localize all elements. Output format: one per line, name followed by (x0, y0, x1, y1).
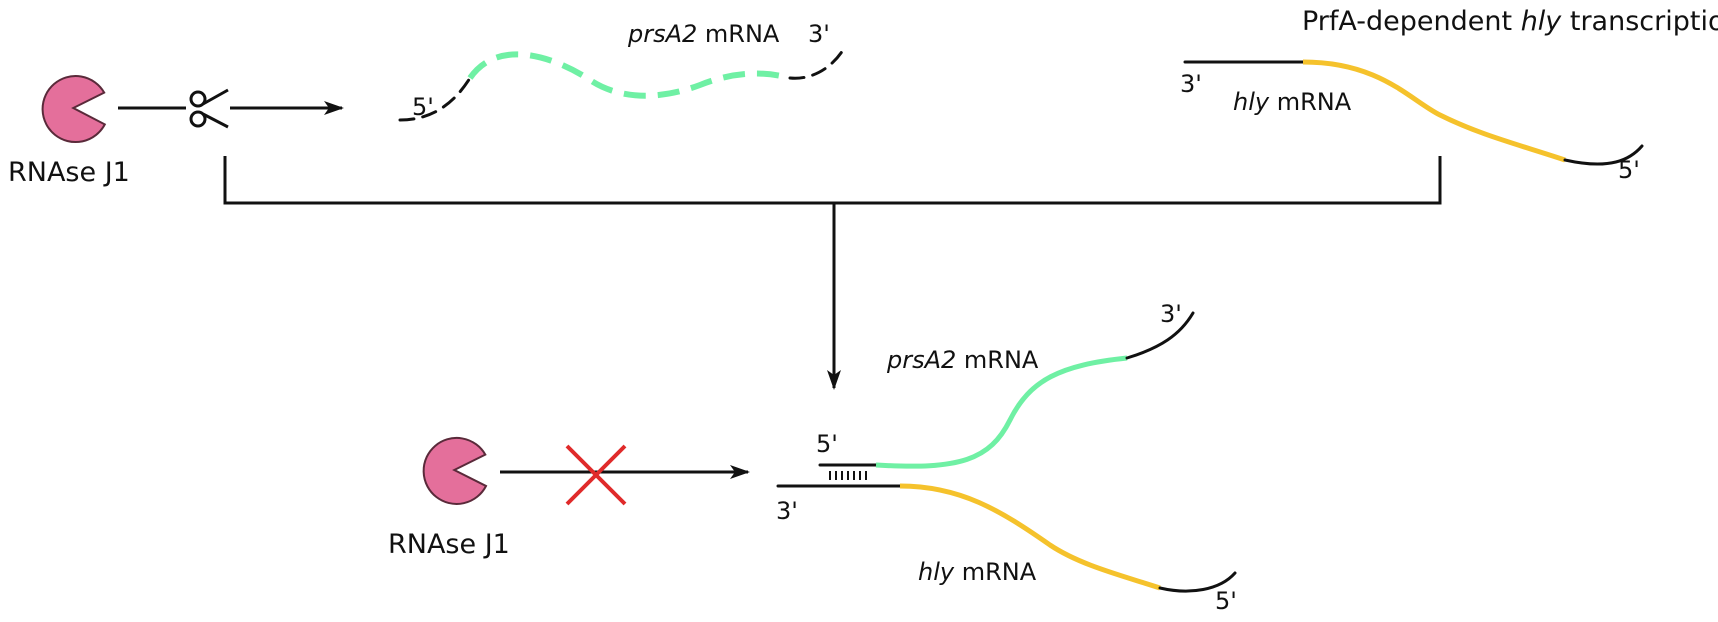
prsA2-top-5prime-label: 5' (412, 93, 434, 121)
prsA2-top-3prime-label: 3' (808, 20, 830, 48)
prsA2-bottom-label: prsA2 mRNA (886, 346, 1039, 374)
hly-mrna-top-black-5prime (1563, 144, 1644, 166)
prsA2-top-label: prsA2 mRNA (627, 20, 780, 48)
hly-top-3prime-label: 3' (1180, 70, 1202, 98)
rnase-j1-enzyme-bottom (422, 436, 488, 505)
combining-bracket (223, 156, 1442, 205)
prsA2-mrna-top-black-5prime (398, 76, 472, 122)
scissors-icon (189, 88, 229, 129)
duplex-3prime-label: 3' (776, 497, 798, 525)
prsA2-bottom-3prime-label: 3' (1160, 300, 1182, 328)
enzyme-pacman-icon (41, 75, 107, 143)
prsA2-bottom-black-3prime (1125, 311, 1195, 360)
hly-bottom-black-5prime (1158, 571, 1237, 593)
rnase-j1-enzyme-top (41, 75, 107, 143)
enzyme-pacman-icon-bottom (422, 436, 488, 505)
enzyme-label-bottom: RNAse J1 (388, 529, 510, 560)
hly-top-5prime-label: 5' (1618, 156, 1640, 184)
prfa-transcription-title: PrfA-dependent hly transcription (1302, 6, 1718, 37)
cross-icon (565, 444, 627, 506)
prsA2-bottom-green-segment (875, 355, 1128, 469)
hly-mrna-bottom (776, 483, 1237, 593)
hly-bottom-5prime-label: 5' (1215, 587, 1237, 615)
prsA2-mrna-top-green-segment (467, 51, 791, 99)
hly-top-label: hly mRNA (1233, 88, 1352, 116)
hly-mrna-top (1183, 59, 1644, 166)
enzyme-label-top: RNAse J1 (8, 157, 130, 188)
hly-mrna-top-yellow-segment (1302, 59, 1566, 163)
prsA2-mrna-top-black-3prime (788, 48, 845, 80)
hly-bottom-label: hly mRNA (918, 558, 1037, 586)
prsA2-mrna-bottom (818, 311, 1195, 469)
duplex-5prime-label: 5' (816, 430, 838, 458)
prsA2-mrna-top (398, 48, 845, 122)
base-pairing-ticks (829, 471, 867, 480)
hly-bottom-yellow-segment (899, 483, 1161, 591)
